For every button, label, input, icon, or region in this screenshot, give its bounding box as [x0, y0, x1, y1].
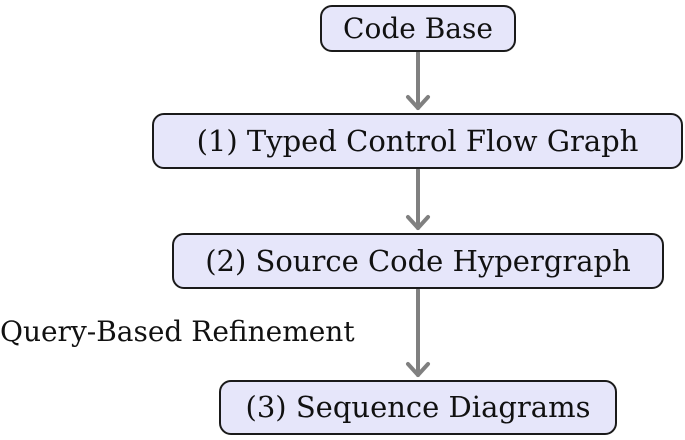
- node-source-code-hypergraph: (2) Source Code Hypergraph: [172, 233, 664, 289]
- arrow-tcfg-to-sch: [406, 168, 430, 230]
- node-typed-control-flow-graph: (1) Typed Control Flow Graph: [152, 113, 683, 169]
- node-code-base: Code Base: [320, 5, 516, 52]
- node-source-code-hypergraph-label: (2) Source Code Hypergraph: [205, 243, 631, 278]
- node-code-base-label: Code Base: [343, 11, 493, 45]
- edge-label-query-based-refinement: Query-Based Refinement: [0, 315, 355, 348]
- node-typed-control-flow-graph-label: (1) Typed Control Flow Graph: [196, 123, 639, 158]
- node-sequence-diagrams: (3) Sequence Diagrams: [219, 380, 617, 435]
- arrow-sch-to-sd: [406, 288, 430, 377]
- node-sequence-diagrams-label: (3) Sequence Diagrams: [245, 390, 591, 424]
- arrow-code-base-to-tcfg: [406, 51, 430, 110]
